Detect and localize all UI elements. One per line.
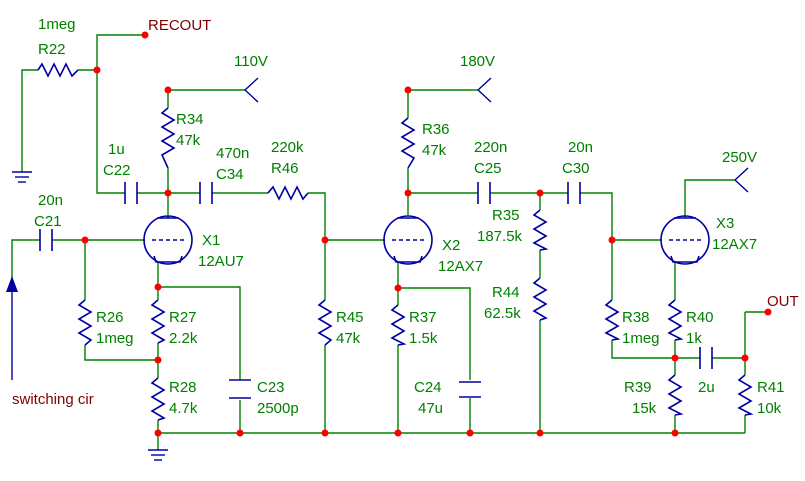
R44-value: 62.5k xyxy=(484,305,521,322)
R35-value: 187.5k xyxy=(477,228,523,245)
R36-resistor xyxy=(400,117,416,169)
R34-resistor xyxy=(160,107,176,169)
C24-ref: C24 xyxy=(414,379,442,396)
junction-dots xyxy=(81,31,772,437)
wires xyxy=(11,34,768,450)
R39-value: 15k xyxy=(632,400,657,417)
C21-ref: C21 xyxy=(34,213,62,230)
net-out: OUT xyxy=(767,293,799,310)
R35-resistor xyxy=(532,209,549,251)
R37-resistor xyxy=(390,304,407,346)
net-110v: 110V xyxy=(234,53,268,70)
R28-value: 4.7k xyxy=(169,400,198,417)
R40-resistor xyxy=(667,299,684,341)
C34-value: 470n xyxy=(216,145,249,162)
R40-value: 1k xyxy=(686,330,702,347)
capacitors xyxy=(39,182,713,399)
tube-X1 xyxy=(143,215,193,265)
net-recout: RECOUT xyxy=(148,17,211,34)
R26-resistor xyxy=(77,299,93,346)
R39-ref: R39 xyxy=(624,379,652,396)
R34-value: 47k xyxy=(176,132,201,149)
R28-ref: R28 xyxy=(169,379,197,396)
X1-ref: X1 xyxy=(202,232,220,249)
R35-ref: R35 xyxy=(492,207,520,224)
X2-value: 12AX7 xyxy=(438,258,483,275)
R41-value: 10k xyxy=(757,400,782,417)
R26-ref: R26 xyxy=(96,309,124,326)
R40-ref: R40 xyxy=(686,309,714,326)
X2-ref: X2 xyxy=(442,237,460,254)
C23-value: 2500p xyxy=(257,400,299,417)
R41-resistor xyxy=(737,374,754,416)
R27-resistor xyxy=(150,299,166,344)
R37-ref: R37 xyxy=(409,309,437,326)
C24-value: 47u xyxy=(418,400,443,417)
R46-ref: R46 xyxy=(271,160,299,177)
C21-value: 20n xyxy=(38,192,63,209)
switching-arrow xyxy=(6,276,18,380)
X3-ref: X3 xyxy=(716,215,734,232)
C23-ref: C23 xyxy=(257,379,285,396)
resistors xyxy=(37,62,754,421)
X1-value: 12AU7 xyxy=(198,253,244,270)
R46-value: 220k xyxy=(271,139,304,156)
supply-arrows xyxy=(244,77,749,193)
R45-value: 47k xyxy=(336,330,361,347)
component-labels: 1meg R22 R34 47k 1u C22 470n C34 220k R4… xyxy=(34,16,785,417)
C22-value: 1u xyxy=(108,141,125,158)
R22-value: 1meg xyxy=(38,16,76,33)
R46-resistor xyxy=(267,185,309,201)
tube-X2 xyxy=(383,215,433,265)
C30-value: 20n xyxy=(568,139,593,156)
R41-ref: R41 xyxy=(757,379,785,396)
X3-value: 12AX7 xyxy=(712,236,757,253)
R45-ref: R45 xyxy=(336,309,364,326)
R38-ref: R38 xyxy=(622,309,650,326)
R36-ref: R36 xyxy=(422,121,450,138)
R39-resistor xyxy=(667,374,684,416)
C22-ref: C22 xyxy=(103,162,131,179)
note-switching: switching cir xyxy=(12,391,94,408)
R34-ref: R34 xyxy=(176,111,204,128)
R38-value: 1meg xyxy=(622,330,660,347)
net-250v: 250V xyxy=(722,149,757,166)
R26-value: 1meg xyxy=(96,330,134,347)
R37-value: 1.5k xyxy=(409,330,438,347)
C25-value: 220n xyxy=(474,139,507,156)
C34-ref: C34 xyxy=(216,166,244,183)
ground-symbols xyxy=(12,171,168,461)
R28-resistor xyxy=(150,377,166,421)
C2u-value: 2u xyxy=(698,379,715,396)
R22-ref: R22 xyxy=(38,41,66,58)
R27-ref: R27 xyxy=(169,309,197,326)
R44-resistor xyxy=(532,277,548,321)
R36-value: 47k xyxy=(422,142,447,159)
R45-resistor xyxy=(317,299,333,346)
R38-resistor xyxy=(604,299,621,341)
R22-resistor xyxy=(37,62,79,78)
net-180v: 180V xyxy=(460,53,495,70)
tube-X3 xyxy=(660,215,710,265)
R27-value: 2.2k xyxy=(169,330,198,347)
C30-ref: C30 xyxy=(562,160,590,177)
C25-ref: C25 xyxy=(474,160,502,177)
R44-ref: R44 xyxy=(492,284,520,301)
